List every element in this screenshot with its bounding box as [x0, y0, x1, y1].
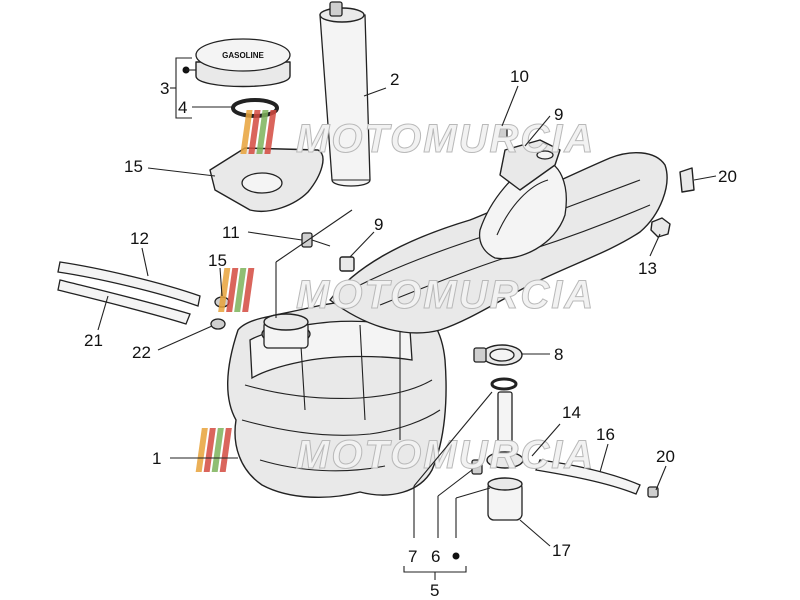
watermark-middle: MOTOMURCIA — [218, 268, 595, 318]
watermark-stripe — [242, 268, 255, 312]
filter-clip — [487, 477, 523, 521]
callout-numbers: 3 4 2 15 10 9 20 13 11 9 12 15 21 22 1 8… — [84, 67, 737, 600]
watermark-text: MOTOMURCIA — [296, 117, 595, 161]
callout-1: 1 — [152, 449, 161, 468]
right-hose — [535, 459, 641, 495]
callout-20-right: 20 — [718, 167, 737, 186]
callout-2: 2 — [390, 70, 399, 89]
callout-7: 7 — [408, 547, 417, 566]
callout-14: 14 — [562, 403, 581, 422]
watermark-stripe — [248, 110, 261, 154]
watermark-stripe — [211, 428, 224, 472]
cap-label: GASOLINE — [222, 51, 264, 60]
callout-15-top: 15 — [124, 157, 143, 176]
watermark-text: MOTOMURCIA — [296, 273, 595, 317]
watermark-stripe — [219, 428, 232, 472]
callout-12: 12 — [130, 229, 149, 248]
callout-17: 17 — [552, 541, 571, 560]
bolt — [301, 232, 331, 248]
callout-3: 3 — [160, 79, 169, 98]
watermark-stripe — [240, 110, 253, 154]
filler-pipe — [319, 1, 371, 187]
callout-10: 10 — [510, 67, 529, 86]
small-bracket — [339, 256, 355, 272]
watermark-stripe — [218, 268, 231, 312]
leader-lines — [97, 57, 717, 580]
fuel-sender — [486, 391, 524, 469]
watermark-stripe — [234, 268, 247, 312]
callout-9-upper: 9 — [554, 105, 563, 124]
upper-left-hose — [57, 261, 201, 307]
hose-clamp — [473, 344, 523, 366]
fuel-tank — [227, 300, 447, 498]
filler-tray — [209, 147, 324, 212]
watermark-stripe — [226, 268, 239, 312]
callout-13: 13 — [638, 259, 657, 278]
callout-6: 6 — [431, 547, 440, 566]
watermark-stripe — [195, 428, 208, 472]
callout-11: 11 — [222, 223, 240, 242]
callout-15-left: 15 — [208, 251, 227, 270]
watermark-stripe — [203, 428, 216, 472]
callout-4: 4 — [178, 98, 187, 117]
fuel-cap: GASOLINE — [195, 38, 291, 88]
callout-16: 16 — [596, 425, 615, 444]
callout-5: 5 — [430, 581, 439, 600]
callout-22: 22 — [132, 343, 151, 362]
callout-21: 21 — [84, 331, 103, 350]
upper-bracket — [496, 124, 561, 191]
watermark-text: MOTOMURCIA — [296, 433, 595, 477]
seal-ring — [490, 377, 518, 391]
lower-left-hose — [57, 279, 191, 325]
right-clip — [679, 167, 695, 193]
frame-tunnel — [329, 151, 668, 334]
right-hose-clamp — [647, 486, 659, 498]
left-clamp-lower — [210, 318, 226, 330]
watermark-stripe — [264, 110, 277, 154]
watermark-stripe — [256, 110, 269, 154]
nut — [650, 217, 671, 238]
callout-9-lower: 9 — [374, 215, 383, 234]
callout-8: 8 — [554, 345, 563, 364]
callout-20-lower: 20 — [656, 447, 675, 466]
watermark-bottom: MOTOMURCIA — [195, 428, 595, 478]
screw — [471, 459, 483, 475]
